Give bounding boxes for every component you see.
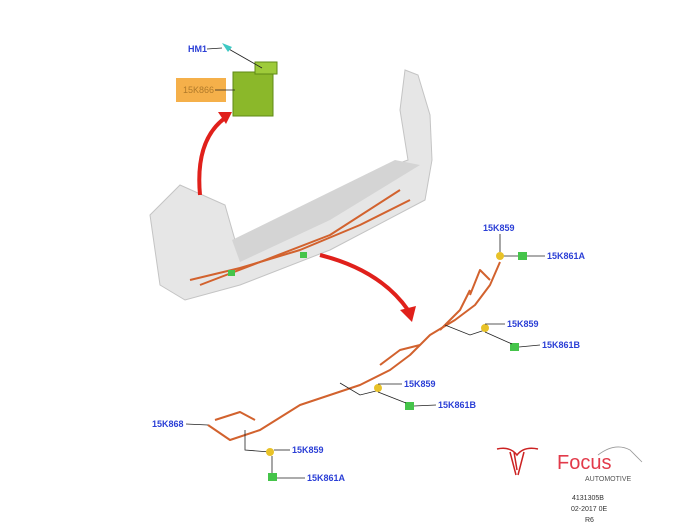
arrow-up [197,116,227,196]
module-15k866 [222,43,278,117]
label-15k859: 15K859 [507,319,539,329]
footer-ref: 4131305B [572,495,604,502]
sensors [266,252,527,481]
rear-bumper [149,69,433,301]
label-hm1: HM1 [188,44,207,54]
logo-name: Focus [557,452,611,474]
footer-rev: R6 [585,517,594,524]
label-15k859: 15K859 [483,223,515,233]
logo-sub: AUTOMOTIVE [585,476,631,483]
label-15k859: 15K859 [404,379,436,389]
label-15k868: 15K868 [152,419,184,429]
label-15k861b: 15K861B [438,400,477,410]
arrow-down [319,253,410,312]
label-module: 15K866 [183,85,214,95]
footer-date: 02-2017 0E [571,506,608,513]
label-15k861b: 15K861B [542,340,581,350]
connector-icon [222,43,232,52]
label-15k861a: 15K861A [547,251,586,261]
wiring-harness [207,255,520,453]
label-15k859: 15K859 [292,445,324,455]
label-15k861a: 15K861A [307,473,346,483]
focus-automotive-logo: Focus AUTOMOTIVE [496,446,643,483]
